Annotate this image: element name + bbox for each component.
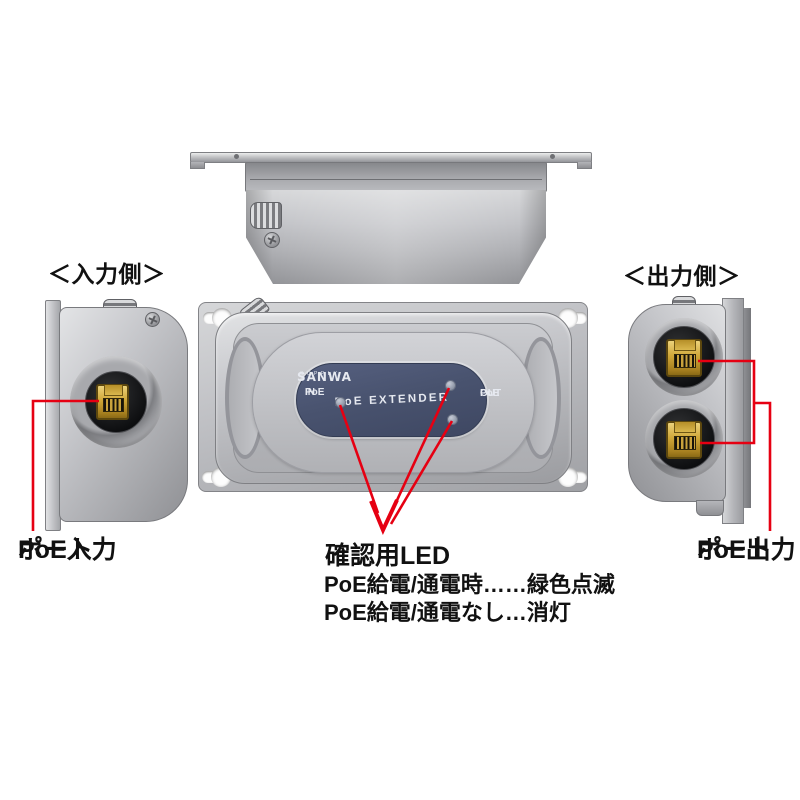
input-port-label-line1: PoE入力	[18, 536, 117, 564]
output-port-label-line1: PoE出力	[697, 536, 796, 564]
led-indicator-out-1	[445, 380, 456, 391]
port-in-line1: PoE	[305, 387, 325, 398]
device-foot	[696, 500, 724, 516]
flange-tab-left	[190, 162, 205, 169]
led-title: 確認用LED	[325, 542, 451, 570]
input-side-title: ＜入力側＞	[48, 261, 166, 287]
port-in-line2: IN	[305, 387, 315, 398]
port-out-line2: OUT	[480, 388, 502, 399]
flange-screw-left	[234, 154, 239, 159]
rj45-input-port	[96, 384, 129, 420]
flange-screw-right	[550, 154, 555, 159]
phillips-screw	[145, 312, 160, 327]
plate-edge	[744, 308, 751, 508]
device-upper-band	[245, 162, 547, 192]
port-out-line1: PoE	[480, 388, 500, 399]
output-port-label-line2: ポート	[697, 536, 773, 564]
input-port-label-line2: ポート	[18, 536, 94, 564]
flange-tab-right	[577, 162, 592, 169]
product-name: PoE EXTENDER	[333, 391, 450, 409]
led-indicator-in	[335, 397, 346, 408]
device-side-profile	[188, 150, 594, 286]
device-body	[246, 190, 546, 285]
led-callout-arrowhead	[369, 499, 399, 535]
product-label: SANWA SUPPLY PoE EXTENDER PoE IN PoE OUT	[296, 363, 501, 437]
device-input-side-view	[33, 296, 193, 538]
output-side-title: ＜出力側＞	[623, 263, 741, 289]
phillips-screw	[264, 232, 280, 248]
device-output-side-view	[626, 296, 796, 532]
thumbscrew	[250, 202, 282, 229]
brand-name: SANWA	[297, 370, 352, 384]
rj45-output-port-bottom	[666, 421, 702, 459]
brand-subname: SUPPLY	[300, 371, 341, 377]
led-indicator-out-2	[447, 414, 458, 425]
device-top-view: SANWA SUPPLY PoE EXTENDER PoE IN PoE OUT	[198, 295, 588, 492]
led-description-line2: PoE給電/通電なし…消灯	[324, 600, 571, 625]
rj45-output-port-top	[666, 339, 702, 377]
led-description-line1: PoE給電/通電時……緑色点滅	[324, 572, 615, 597]
